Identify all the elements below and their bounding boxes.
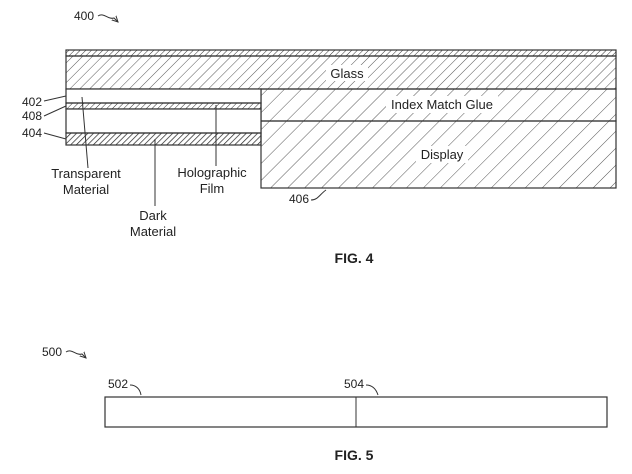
ref-404-leader (43, 132, 67, 140)
fig5-caption: FIG. 5 (335, 447, 374, 463)
fig4-caption: FIG. 4 (335, 250, 374, 266)
ref-408-leader (43, 105, 67, 117)
transparent-material-label-line2: Material (63, 182, 109, 197)
dark-material-layer (65, 132, 262, 146)
fig5-ref-500: 500 (42, 345, 62, 359)
ref-406-leader (310, 189, 327, 201)
glue-label-bg (386, 96, 498, 113)
glass-label-bg (326, 65, 368, 81)
fig4-ref-400-arrow (97, 14, 118, 22)
dark-material-label-line2: Material (130, 224, 176, 239)
ref-502: 502 (108, 377, 128, 391)
fig4: 400 Glass Index Match Glue Display 402 4… (22, 9, 617, 266)
ref-504: 504 (344, 377, 364, 391)
holographic-film-layer (65, 102, 262, 110)
fig5: 500 502 504 FIG. 5 (42, 345, 608, 463)
glass-label: Glass (330, 66, 364, 81)
holographic-film-label-line2: Film (200, 181, 225, 196)
cover-strip-layer (65, 49, 617, 57)
display-label: Display (421, 147, 464, 162)
ref-402: 402 (22, 95, 42, 109)
index-match-glue-label: Index Match Glue (391, 97, 493, 112)
display-label-bg (416, 146, 468, 163)
dark-material-label-line1: Dark (139, 208, 167, 223)
transparent-material-layer (65, 108, 262, 134)
ref-406: 406 (289, 192, 309, 206)
transparent-material-layer-top (65, 88, 262, 104)
ref-408: 408 (22, 109, 42, 123)
fig4-ref-400: 400 (74, 9, 94, 23)
transparent-material-label-line1: Transparent (51, 166, 121, 181)
ref-402-leader (43, 95, 67, 102)
fig5-ref-500-arrow (65, 350, 86, 358)
ref-504-leader (365, 384, 379, 396)
holographic-film-label-line1: Holographic (177, 165, 247, 180)
ref-502-leader (129, 384, 142, 396)
transparent-material-leader (81, 96, 89, 169)
ref-404: 404 (22, 126, 42, 140)
